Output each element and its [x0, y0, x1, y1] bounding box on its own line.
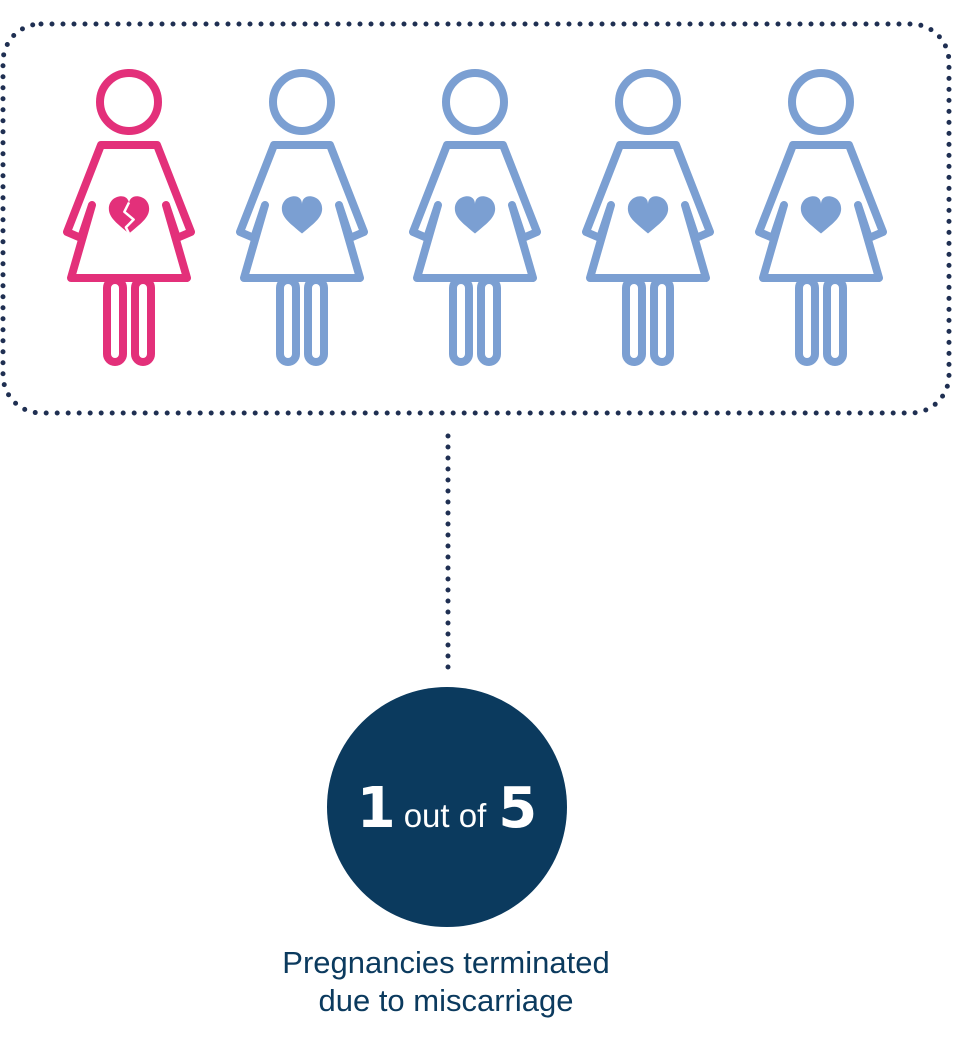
figure-left-leg: [449, 276, 473, 366]
heart-icon: [454, 196, 496, 234]
caption-line-1: Pregnancies terminated: [282, 945, 610, 980]
heart-icon: [627, 196, 669, 234]
stat-denominator: 5: [498, 776, 538, 841]
figure-head: [96, 69, 162, 135]
figure-head: [442, 69, 508, 135]
heart-crack: [123, 201, 135, 235]
heart-icon: [281, 196, 323, 234]
figure-head: [615, 69, 681, 135]
figure-left-leg: [795, 276, 819, 366]
stat-connector: out of: [403, 797, 487, 834]
woman-figure-2: [236, 69, 368, 366]
woman-figure-5: [755, 69, 887, 366]
heart-icon: [800, 196, 842, 234]
broken-heart-icon: [108, 196, 150, 235]
figure-dress: [236, 141, 368, 282]
dotted-frame: [0, 21, 952, 416]
figure-head: [788, 69, 854, 135]
heart-shape: [281, 196, 323, 234]
stat-circle: 1 out of 5: [327, 687, 567, 927]
figure-left-leg: [103, 276, 127, 366]
heart-shape: [454, 196, 496, 234]
caption-line-2: due to miscarriage: [318, 983, 574, 1018]
woman-figure-4: [582, 69, 714, 366]
figure-right-leg: [823, 276, 847, 366]
figure-dress: [582, 141, 714, 282]
caption: Pregnancies terminated due to miscarriag…: [196, 944, 696, 1020]
figure-right-leg: [477, 276, 501, 366]
figure-row: [63, 69, 887, 366]
figure-right-leg: [131, 276, 155, 366]
figure-dress: [755, 141, 887, 282]
figure-dress: [63, 141, 195, 282]
heart-shape: [627, 196, 669, 234]
stat-numerator: 1: [356, 776, 396, 841]
woman-figure-3: [409, 69, 541, 366]
figure-right-leg: [650, 276, 674, 366]
figure-left-leg: [622, 276, 646, 366]
woman-figure-1: [63, 69, 195, 366]
figure-left-leg: [276, 276, 300, 366]
figure-dress: [409, 141, 541, 282]
figure-right-leg: [304, 276, 328, 366]
heart-shape: [800, 196, 842, 234]
stat-text: 1 out of 5: [357, 781, 538, 837]
figure-head: [269, 69, 335, 135]
